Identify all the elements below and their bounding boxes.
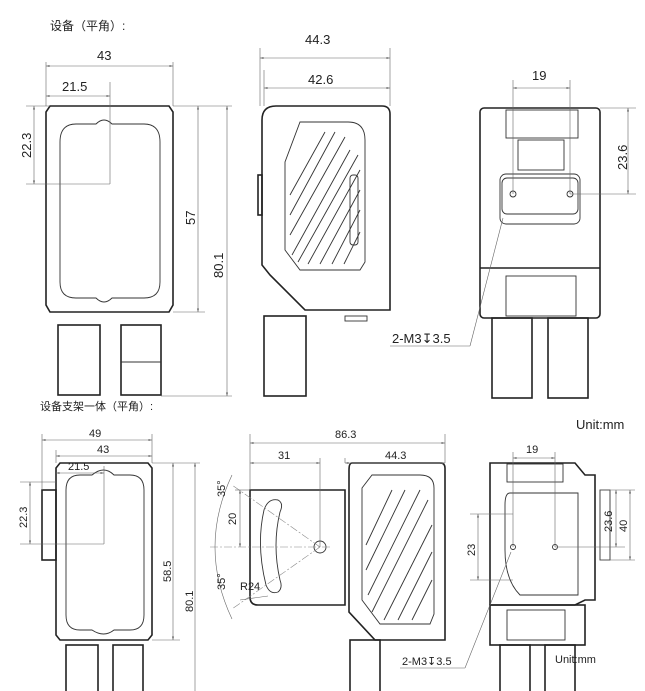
dim-center-height: 22.3: [19, 133, 34, 158]
dim-body-height: 57: [183, 211, 198, 225]
dim-half-width-bottom: 21.5: [68, 461, 89, 473]
top-front-view: [26, 62, 232, 397]
dim-total-height-bottom: 80.1: [184, 591, 196, 612]
top-back-view: [390, 80, 636, 399]
angle-upper-label: 35°: [216, 480, 228, 497]
dim-bracket-height: 40: [618, 520, 630, 532]
dim-hole-spacing: 19: [532, 68, 546, 83]
unit-label-bottom: Unit:mm: [555, 654, 596, 666]
dim-center-height-bottom: 22.3: [18, 507, 30, 528]
dim-overall-length: 86.3: [335, 429, 356, 441]
thread-spec-label: 2-M3↧3.5: [392, 331, 451, 346]
dim-overall-depth: 44.3: [305, 32, 330, 47]
bottom-front-view: [20, 434, 200, 691]
bottom-back-view: [400, 452, 635, 691]
top-side-view: [257, 48, 391, 397]
section-title-device-bracket: 设备支架一体（平角）:: [40, 399, 153, 413]
radius-label: R24: [240, 581, 260, 593]
dim-hole-height: 23.6: [615, 145, 630, 170]
thread-spec-label-bottom: 2-M3↧3.5: [402, 656, 452, 668]
dim-hole-height-bottom: 23.6: [603, 511, 615, 532]
bottom-side-view: [210, 434, 446, 691]
dim-body-height-bottom: 58.5: [162, 561, 174, 582]
dim-width: 43: [97, 48, 111, 63]
section-title-device: 设备（平角）:: [50, 19, 125, 33]
dim-half-width: 21.5: [62, 79, 87, 94]
dim-body-depth: 42.6: [308, 72, 333, 87]
dim-bracket-length: 31: [278, 450, 290, 462]
dim-hole-vertical: 23: [466, 544, 478, 556]
dim-slot-offset: 20: [227, 513, 239, 525]
unit-label: Unit:mm: [576, 417, 624, 432]
dim-width-bottom: 43: [97, 444, 109, 456]
angle-lower-label: 35°: [216, 573, 228, 590]
dim-hole-spacing-bottom: 19: [526, 444, 538, 456]
dim-body-depth-bottom: 44.3: [385, 450, 406, 462]
dim-total-height: 80.1: [211, 253, 226, 278]
dim-bracket-width: 49: [89, 428, 101, 440]
